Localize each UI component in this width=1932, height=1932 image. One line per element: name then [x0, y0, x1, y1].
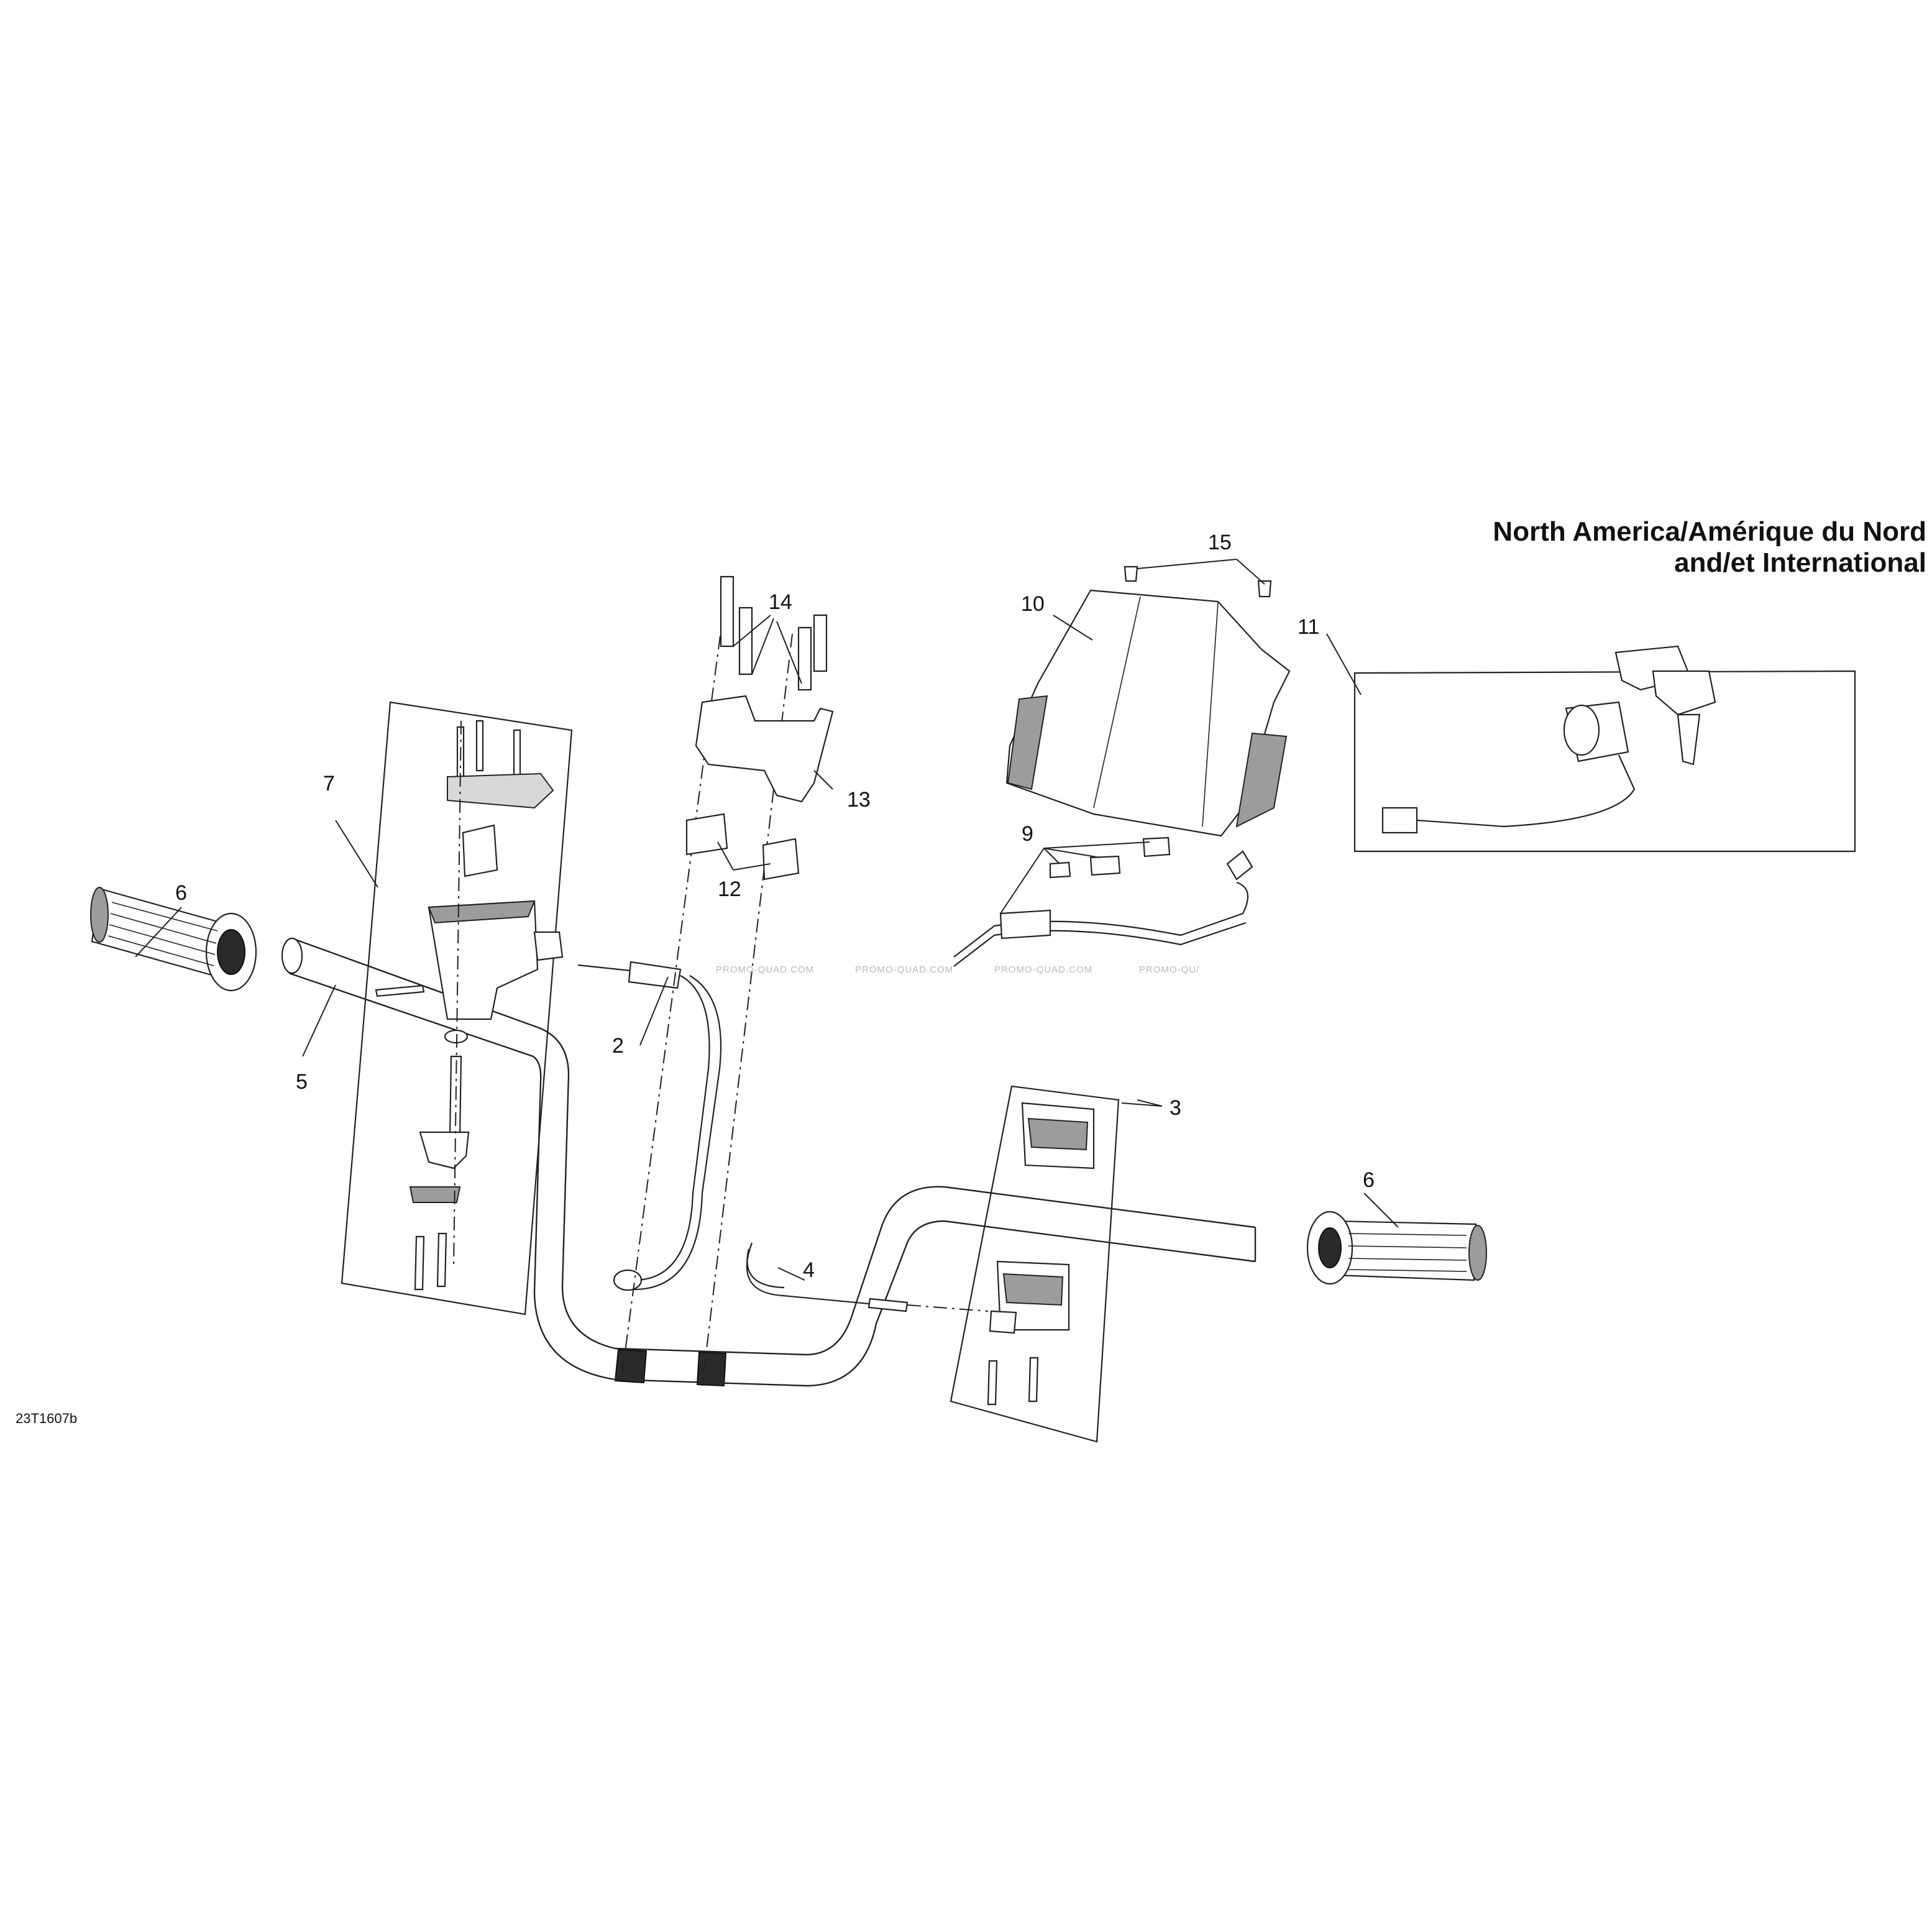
callout-7: 7 [323, 772, 335, 795]
cable-4 [746, 1242, 989, 1312]
region-title-line1: North America/Amérique du Nord [1493, 516, 1926, 547]
callout-15: 15 [1208, 531, 1232, 554]
callout-3: 3 [1170, 1096, 1181, 1120]
grip-right [1306, 1211, 1487, 1285]
watermark-4: PROMO-QU/ [1139, 964, 1199, 975]
region-title-line2: and/et International [1674, 547, 1926, 578]
callouts: 2 3 4 5 6 6 7 9 10 11 12 13 14 15 [175, 531, 1375, 1282]
callout-9: 9 [1022, 822, 1033, 846]
callout-12: 12 [718, 877, 741, 901]
switch-housing-assembly [950, 1085, 1120, 1443]
watermarks: PROMO-QUAD.COM PROMO-QUAD.COM PROMO-QUAD… [716, 964, 1199, 975]
watermark-1: PROMO-QUAD.COM [716, 964, 814, 975]
ignition-switch-assembly [1353, 645, 1856, 853]
throttle-housing-assembly [341, 701, 573, 1316]
callout-6-right: 6 [1363, 1168, 1375, 1192]
watermark-2: PROMO-QUAD.COM [855, 964, 953, 975]
callout-11: 11 [1298, 615, 1319, 639]
throttle-cable [577, 961, 722, 1291]
callout-2: 2 [612, 1034, 624, 1058]
region-title: North America/Amérique du Nord and/et In… [1493, 516, 1926, 578]
diagram-reference-code: 23T1607b [16, 1411, 77, 1426]
handlebar [281, 937, 1257, 1387]
callout-6-left: 6 [175, 881, 187, 905]
handlebar-clamp-assembly [621, 575, 834, 1386]
callout-4: 4 [803, 1258, 815, 1282]
grip-left [90, 887, 257, 992]
switch-harness [953, 836, 1253, 967]
callout-13: 13 [847, 788, 871, 812]
callout-10: 10 [1021, 592, 1045, 616]
handlebar-cover [1005, 565, 1291, 837]
watermark-3: PROMO-QUAD.COM [994, 964, 1092, 975]
callout-5: 5 [296, 1070, 308, 1094]
callout-14: 14 [769, 590, 792, 614]
leader-lines [135, 559, 1399, 1281]
